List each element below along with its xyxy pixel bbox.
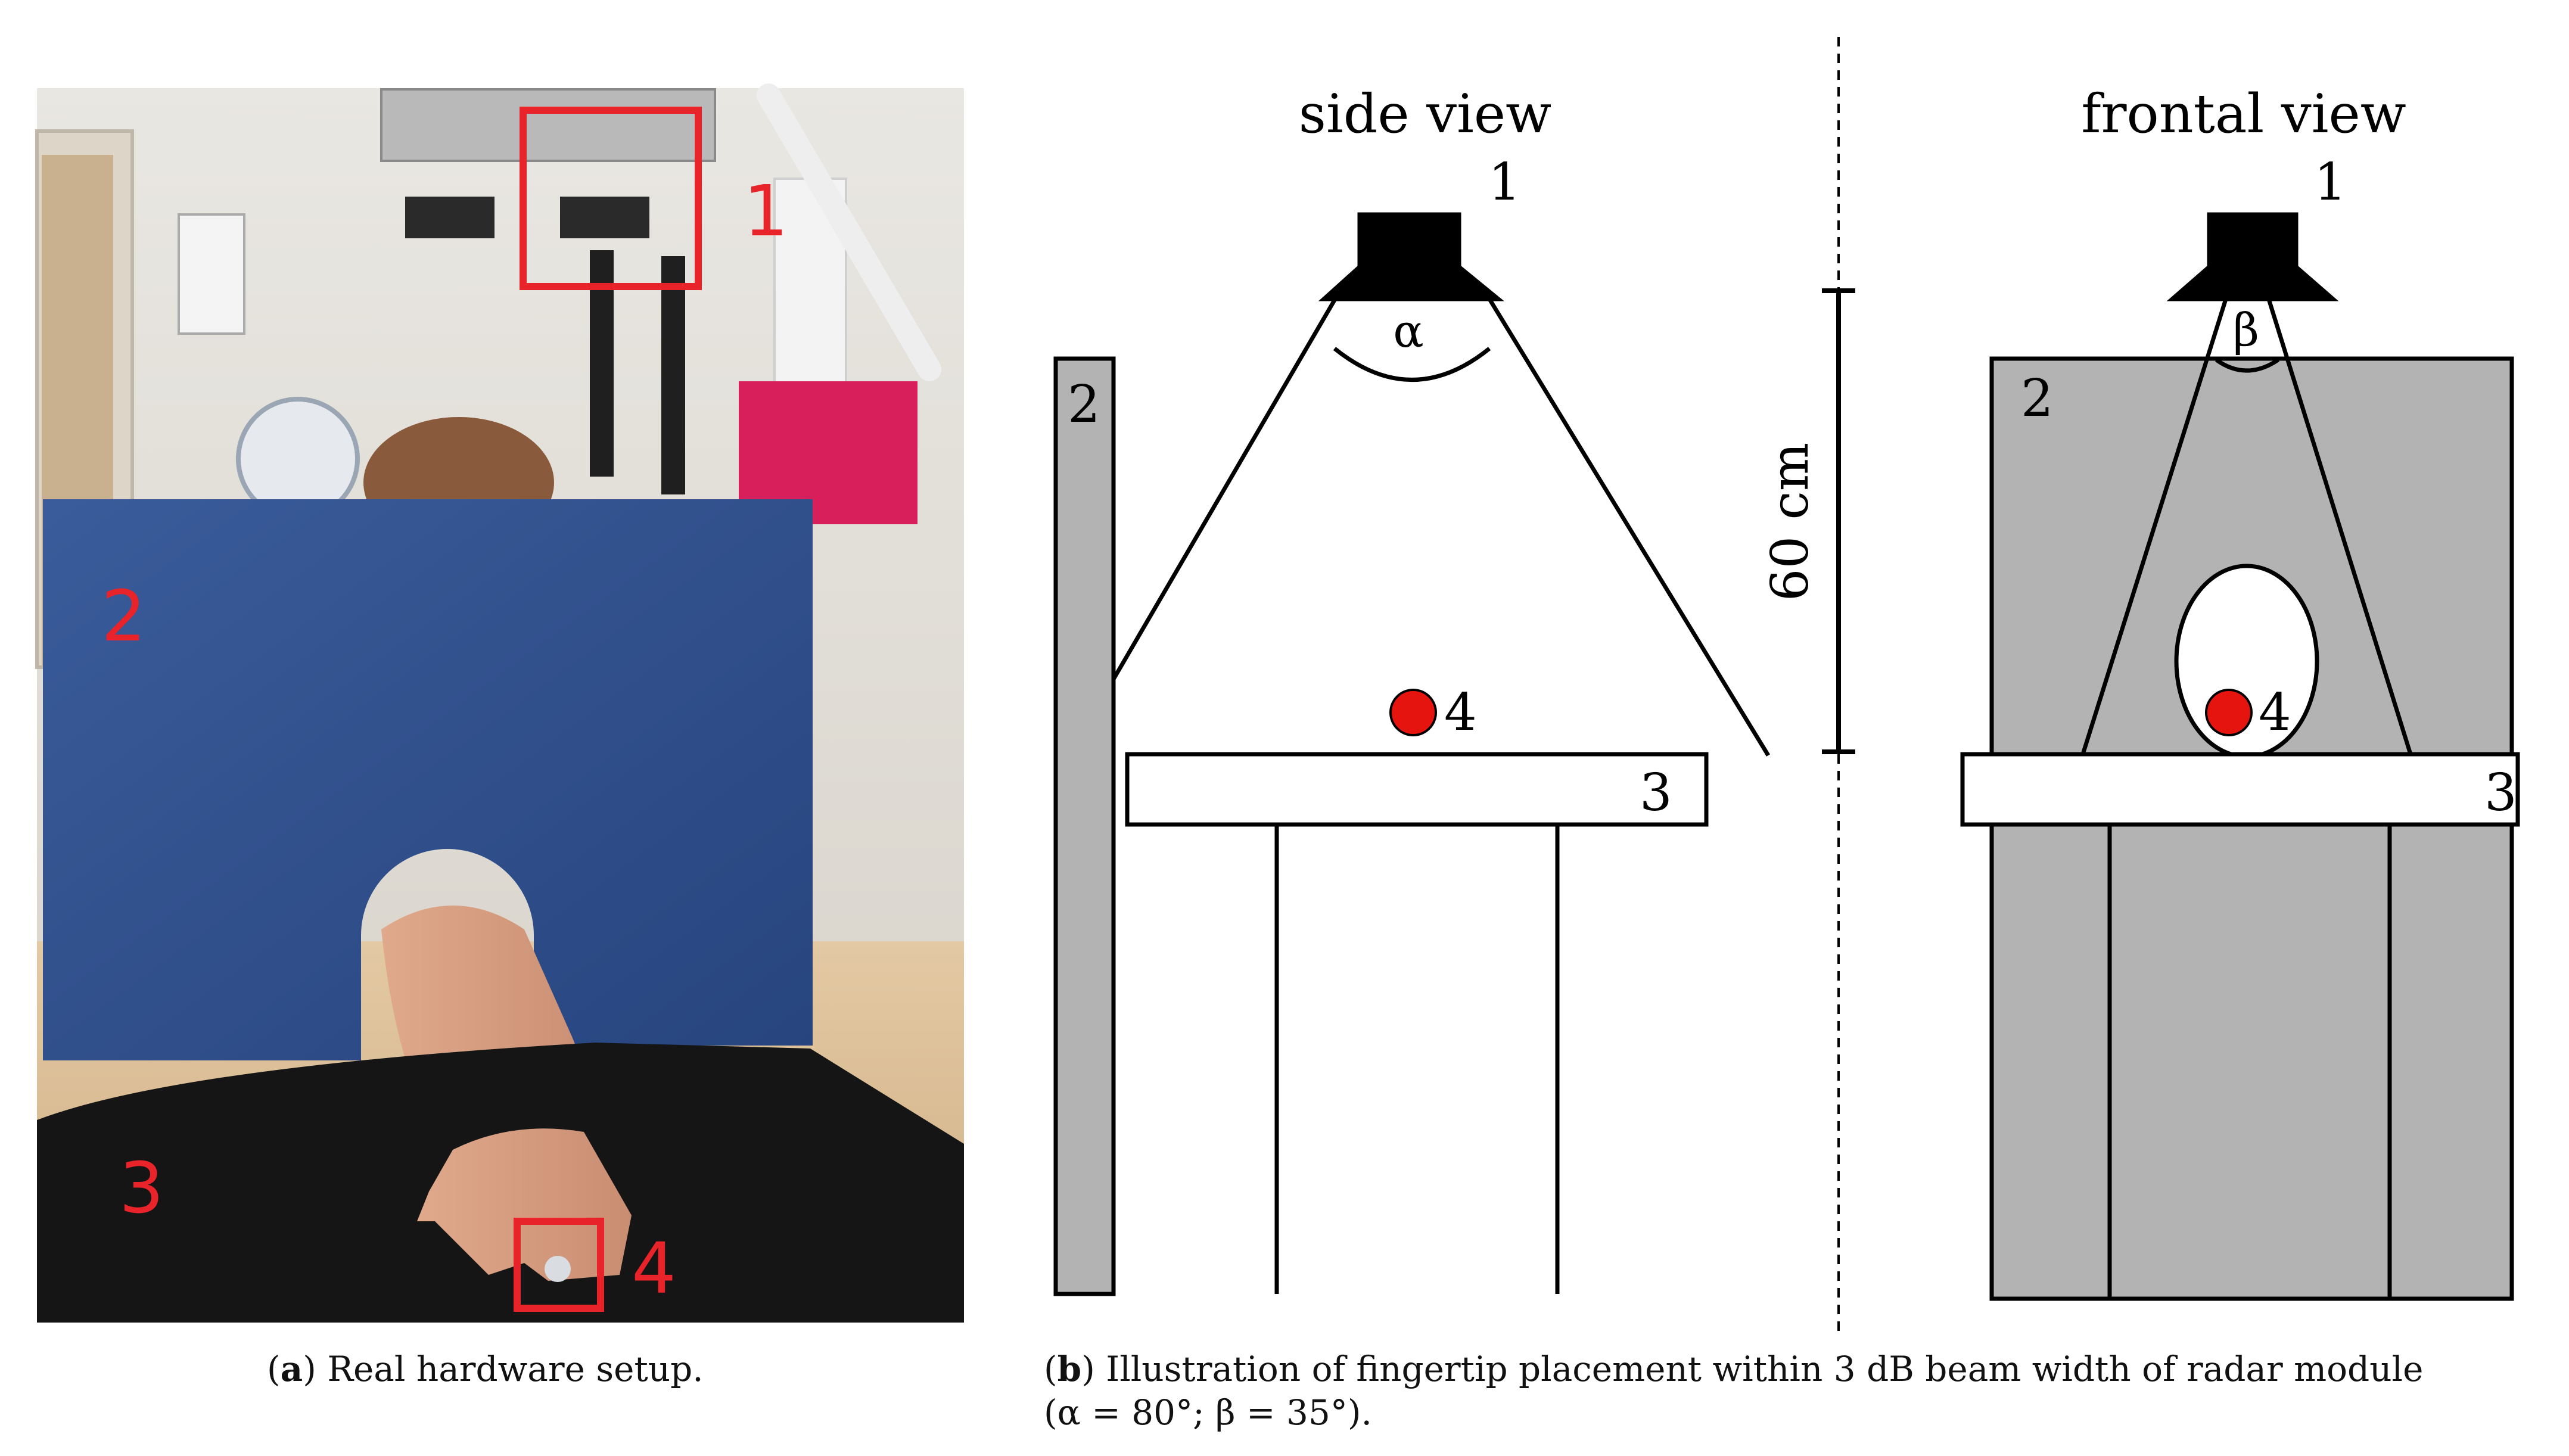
frontal-beam-right xyxy=(2266,298,2413,755)
side-label-4: 4 xyxy=(1444,683,1477,742)
wall-sign xyxy=(178,213,245,335)
side-angle-arc xyxy=(1333,347,1491,382)
highlight-box-fingertip xyxy=(514,1218,604,1312)
side-beam-left xyxy=(1111,298,1338,680)
ceiling-mount xyxy=(380,88,716,162)
side-table-3 xyxy=(1125,752,1709,827)
caption-b-line1: Illustration of fingertip placement with… xyxy=(1106,1349,2424,1389)
frontal-angle-label: β xyxy=(2233,303,2259,356)
fingertip-marker xyxy=(545,1256,571,1282)
frontal-radar-module xyxy=(2166,212,2339,301)
distance-label: 60 cm xyxy=(1761,443,1820,601)
side-label-3: 3 xyxy=(1640,763,1672,823)
frontal-view-diagram: frontal view 2 1 β 4 3 xyxy=(1960,83,2520,1301)
side-board-2 xyxy=(1053,356,1116,1296)
blue-foam-board xyxy=(43,499,813,1060)
support-arch xyxy=(757,83,941,381)
photo-panel: 1 2 3 4 xyxy=(35,83,964,1323)
caption-a: (a) Real hardware setup. xyxy=(267,1349,704,1389)
frontal-table-3 xyxy=(1960,752,2520,827)
frontal-beam-left xyxy=(2080,298,2228,755)
caption-a-letter: a xyxy=(280,1349,303,1389)
frontal-label-3: 3 xyxy=(2484,763,2517,823)
frontal-label-2: 2 xyxy=(2021,369,2054,428)
frontal-finger-marker xyxy=(2205,689,2253,736)
side-radar-module xyxy=(1318,212,1504,301)
caption-b-line2: (α = 80°; β = 35°). xyxy=(1044,1392,1372,1433)
radar-module-left xyxy=(405,197,494,238)
photo-label-2: 2 xyxy=(101,575,146,657)
frontal-label-4: 4 xyxy=(2259,683,2291,742)
side-finger-marker xyxy=(1389,689,1437,736)
frontal-board-2 xyxy=(1989,356,2514,1301)
side-angle-label: α xyxy=(1393,304,1423,357)
photo-label-1: 1 xyxy=(744,170,788,252)
harness-strap-right xyxy=(661,256,685,494)
photo-label-3: 3 xyxy=(119,1147,164,1229)
caption-b: (b) Illustration of fingertip placement … xyxy=(1044,1348,2545,1434)
side-view-diagram: side view 2 1 α 4 3 xyxy=(1053,83,1770,1296)
caption-b-line1-row: (b) Illustration of fingertip placement … xyxy=(1044,1349,2424,1389)
frontal-angle-arc xyxy=(2215,358,2279,373)
caption-b-letter: b xyxy=(1057,1349,1082,1389)
side-label-2: 2 xyxy=(1068,375,1100,434)
highlight-box-radar xyxy=(520,107,702,290)
frontal-label-1: 1 xyxy=(2314,153,2347,212)
frontal-view-title: frontal view xyxy=(2081,83,2406,145)
side-label-1: 1 xyxy=(1488,153,1521,212)
hand xyxy=(417,1128,632,1281)
side-beam-right xyxy=(1488,298,1770,757)
caption-a-text: Real hardware setup. xyxy=(327,1349,704,1389)
side-view-title: side view xyxy=(1299,83,1551,145)
photo-label-4: 4 xyxy=(632,1227,676,1309)
distance-indicator: 60 cm xyxy=(1761,288,1855,754)
radar-module-right xyxy=(560,197,649,238)
